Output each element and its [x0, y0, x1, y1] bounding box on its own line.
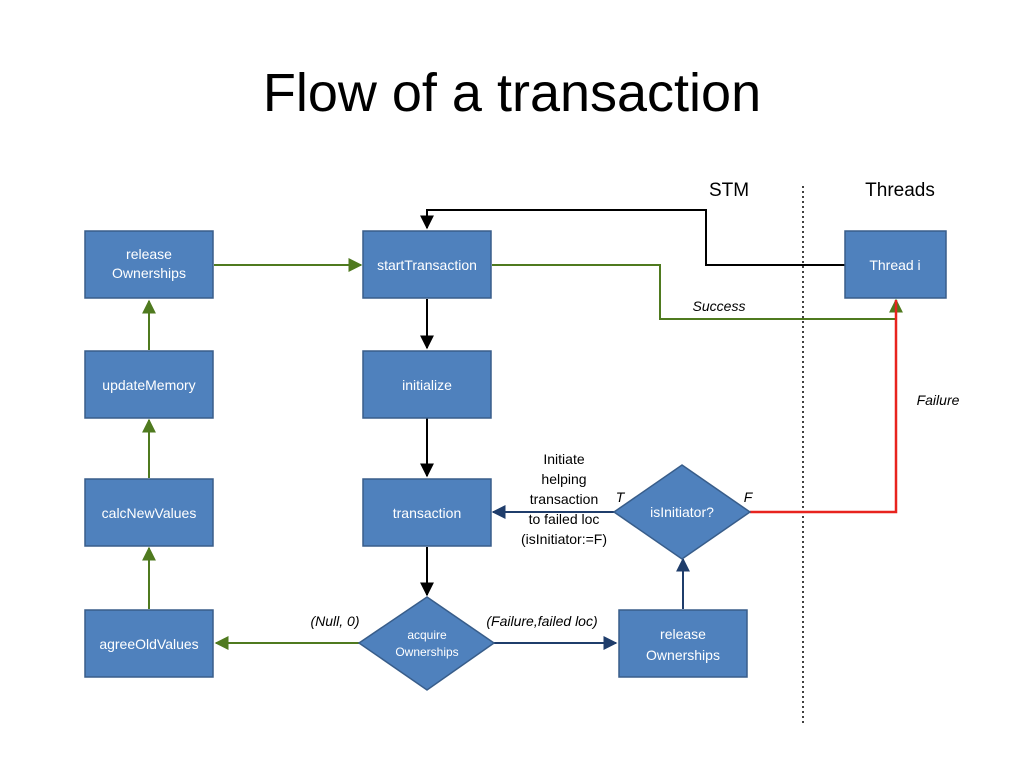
helping-line: transaction [530, 491, 598, 507]
thread-to-start-connector [420, 209, 845, 266]
node-text: startTransaction [377, 257, 477, 273]
node-update-memory: updateMemory [84, 350, 214, 419]
node-text: release [126, 246, 172, 262]
node-thread-i: Thread i [844, 230, 947, 299]
node-text: release [660, 626, 706, 642]
helping-note: Initiate helping transaction to failed l… [521, 451, 607, 547]
node-agree-old-values: agreeOldValues [84, 609, 214, 678]
failure-connector [750, 300, 898, 514]
node-text: Ownerships [646, 647, 720, 663]
node-release-ownerships-bottom: release Ownerships [618, 609, 748, 678]
node-text: Ownerships [395, 645, 458, 659]
node-acquire-ownerships: acquire Ownerships [357, 596, 496, 691]
helping-line: (isInitiator:=F) [521, 531, 607, 547]
slide-title: Flow of a transaction [262, 63, 762, 123]
threads-header: Threads [865, 180, 935, 201]
node-text: Thread i [869, 257, 920, 273]
node-is-initiator: isInitiator? [612, 464, 752, 560]
node-initialize: initialize [362, 350, 492, 419]
helping-line: to failed loc [529, 511, 600, 527]
failure-loc-label: (Failure,failed loc) [486, 613, 597, 629]
failure-label: Failure [917, 392, 960, 408]
node-transaction: transaction [362, 478, 492, 547]
helping-line: Initiate [543, 451, 584, 467]
success-label: Success [693, 298, 746, 314]
node-text: calcNewValues [102, 505, 197, 521]
node-text: transaction [393, 505, 461, 521]
node-text: agreeOldValues [99, 636, 198, 652]
true-label: T [616, 489, 626, 505]
node-text: isInitiator? [650, 504, 714, 520]
node-text: acquire [407, 628, 447, 642]
node-text: updateMemory [102, 377, 195, 393]
node-release-ownerships-top: release Ownerships [84, 230, 214, 299]
false-label: F [744, 489, 754, 505]
stm-header: STM [709, 180, 749, 201]
null-zero-label: (Null, 0) [310, 613, 359, 629]
node-text: Ownerships [112, 265, 186, 281]
node-start-transaction: startTransaction [362, 230, 492, 299]
node-text: initialize [402, 377, 452, 393]
node-calc-new-values: calcNewValues [84, 478, 214, 547]
helping-line: helping [541, 471, 586, 487]
